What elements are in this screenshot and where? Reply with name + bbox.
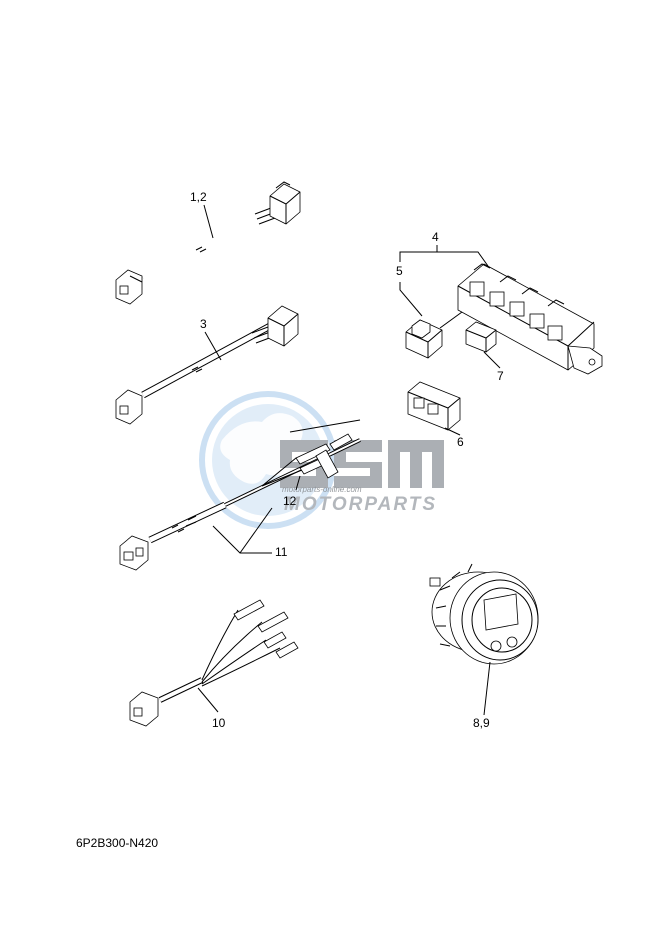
cable-part-1-2 — [115, 181, 301, 305]
callout-8-9: 8,9 — [473, 716, 490, 730]
cable-part-11-12 — [119, 419, 361, 571]
connector-icon — [115, 389, 143, 425]
callout-1-2: 1,2 — [190, 190, 207, 204]
connector-icon — [269, 181, 301, 225]
callout-3: 3 — [200, 317, 207, 331]
connector-icon — [129, 691, 159, 727]
callout-4: 4 — [432, 230, 439, 244]
part-code: 6P2B300-N420 — [76, 836, 158, 850]
cable-part-3 — [115, 305, 299, 425]
callout-12: 12 — [283, 494, 297, 508]
watermark-msm — [280, 440, 444, 488]
watermark-subtext: MOTORPARTS — [284, 494, 437, 515]
connector-part-7 — [465, 321, 497, 353]
connector-part-6 — [407, 381, 461, 431]
connector-icon — [119, 535, 149, 571]
gauge-part-8-9 — [429, 563, 539, 665]
connector-icon — [267, 305, 299, 347]
callout-10: 10 — [212, 716, 226, 730]
callout-11: 11 — [275, 545, 288, 559]
connector-icon — [115, 269, 143, 305]
cable-part-10 — [129, 599, 299, 727]
callout-7: 7 — [497, 369, 504, 383]
callout-5: 5 — [396, 264, 403, 278]
watermark-site: motorparts-online.com — [282, 485, 362, 494]
callout-6: 6 — [457, 435, 464, 449]
connector-part-5 — [405, 311, 463, 359]
junction-box-part-4 — [457, 263, 603, 375]
